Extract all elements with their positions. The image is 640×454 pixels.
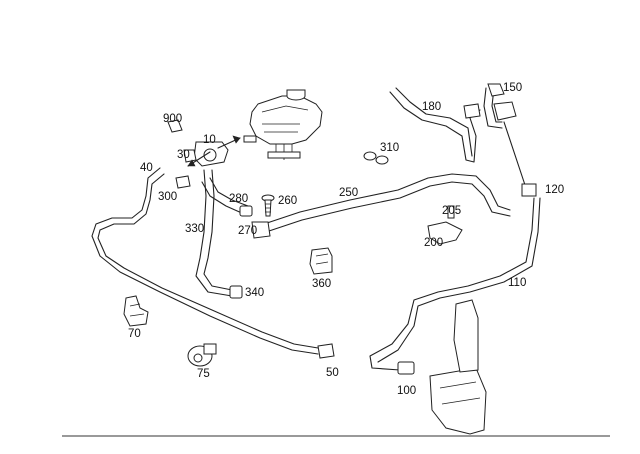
- label-300: 300: [158, 191, 177, 203]
- label-280: 280: [229, 193, 248, 205]
- hose-180: [389, 83, 517, 163]
- part-labels: 900 10 30 40 300 280 260 270 330 340 360…: [128, 82, 564, 397]
- hose-250: [251, 173, 511, 239]
- connector-200: [427, 205, 463, 245]
- clamp-310: [363, 151, 389, 165]
- label-260: 260: [278, 195, 297, 207]
- connection-arrow-10: [217, 135, 241, 149]
- label-50: 50: [326, 367, 339, 379]
- bracket-360: [309, 247, 333, 275]
- label-110: 110: [508, 277, 526, 289]
- label-180: 180: [422, 101, 441, 113]
- connection-arrow-30: [187, 151, 211, 167]
- washer-reservoir: [397, 299, 487, 435]
- label-40: 40: [140, 162, 153, 174]
- label-10: 10: [203, 134, 216, 146]
- hose-330: [91, 167, 319, 355]
- label-205: 205: [442, 205, 461, 217]
- screw-260: [261, 194, 275, 217]
- label-150: 150: [503, 82, 522, 94]
- label-310: 310: [380, 142, 399, 154]
- label-75: 75: [197, 368, 210, 380]
- label-360: 360: [312, 278, 331, 290]
- pump-75: [187, 343, 217, 367]
- label-100: 100: [397, 385, 416, 397]
- label-70: 70: [128, 328, 141, 340]
- hose-340: [195, 169, 243, 299]
- hose-280: [201, 177, 253, 217]
- label-340: 340: [245, 287, 264, 299]
- label-270: 270: [238, 225, 257, 237]
- label-900: 900: [163, 113, 182, 125]
- clamp-50: [317, 343, 335, 359]
- label-120: 120: [545, 184, 564, 196]
- label-250: 250: [339, 187, 358, 199]
- pump-valve: [167, 119, 229, 189]
- label-330: 330: [185, 223, 204, 235]
- label-30: 30: [177, 149, 190, 161]
- bracket-70: [123, 295, 149, 327]
- label-200: 200: [424, 237, 443, 249]
- line-110: [369, 121, 541, 371]
- expansion-tank: [243, 89, 323, 160]
